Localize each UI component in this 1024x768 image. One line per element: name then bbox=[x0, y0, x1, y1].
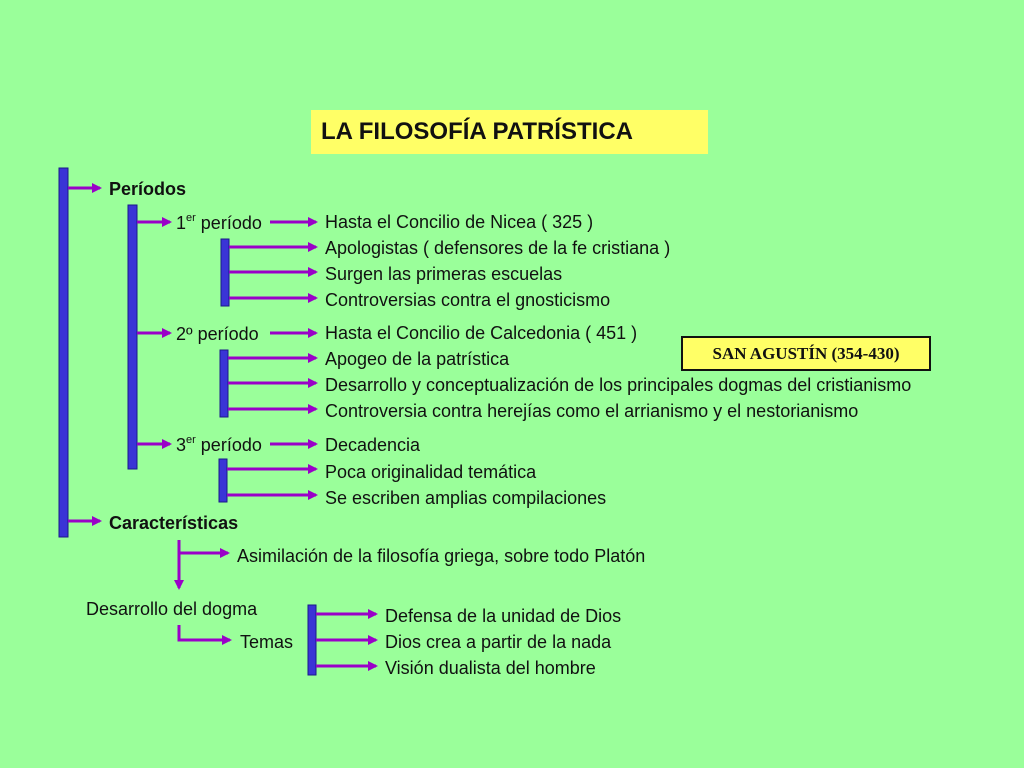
arrow-asimilacion bbox=[177, 540, 230, 558]
p2-item: Apogeo de la patrística bbox=[325, 349, 510, 369]
p1-sup: er bbox=[186, 212, 196, 224]
arrow-temas bbox=[177, 625, 232, 645]
p3-item: Decadencia bbox=[325, 435, 421, 455]
p3-item: Poca originalidad temática bbox=[325, 462, 537, 482]
page-title: LA FILOSOFÍA PATRÍSTICA bbox=[311, 110, 708, 154]
p1-bar bbox=[220, 238, 230, 307]
asimilacion-text: Asimilación de la filosofía griega, sobr… bbox=[237, 546, 646, 566]
caracteristicas-label: Características bbox=[109, 513, 239, 533]
title-text: LA FILOSOFÍA PATRÍSTICA bbox=[321, 118, 633, 145]
p3-num: 3 bbox=[176, 435, 187, 455]
p1-item: Controversias contra el gnosticismo bbox=[325, 290, 611, 310]
p1-item: Hasta el Concilio de Nicea ( 325 ) bbox=[325, 212, 594, 232]
p1-item: Apologistas ( defensores de la fe cristi… bbox=[325, 238, 671, 258]
p1-word: período bbox=[195, 213, 262, 233]
highlight-box: SAN AGUSTÍN (354-430) bbox=[681, 336, 931, 371]
dogma-label: Desarrollo del dogma bbox=[86, 599, 258, 619]
periodos-label: Períodos bbox=[109, 179, 187, 199]
p3-label: 3er período bbox=[176, 434, 262, 456]
main-bar bbox=[58, 167, 69, 538]
p2-label: 2º período bbox=[176, 324, 259, 344]
p2-bar bbox=[219, 349, 229, 418]
temas-bar bbox=[307, 604, 317, 676]
p2-item: Desarrollo y conceptualización de los pr… bbox=[325, 375, 912, 395]
p1-num: 1 bbox=[176, 213, 187, 233]
p1-item: Surgen las primeras escuelas bbox=[325, 264, 563, 284]
p1-label: 1er período bbox=[176, 212, 262, 234]
p3-bar bbox=[218, 458, 228, 503]
p3-sup: er bbox=[186, 434, 196, 446]
highlight-text: SAN AGUSTÍN (354-430) bbox=[712, 343, 900, 363]
p2-item: Controversia contra herejías como el arr… bbox=[325, 401, 859, 421]
p2-item: Hasta el Concilio de Calcedonia ( 451 ) bbox=[325, 323, 638, 343]
p3-item: Se escriben amplias compilaciones bbox=[325, 488, 607, 508]
temas-item: Dios crea a partir de la nada bbox=[385, 632, 612, 652]
temas-item: Visión dualista del hombre bbox=[385, 658, 596, 678]
p3-word: período bbox=[195, 435, 262, 455]
temas-label: Temas bbox=[240, 632, 294, 652]
periods-bar bbox=[127, 204, 138, 470]
temas-item: Defensa de la unidad de Dios bbox=[385, 606, 622, 626]
